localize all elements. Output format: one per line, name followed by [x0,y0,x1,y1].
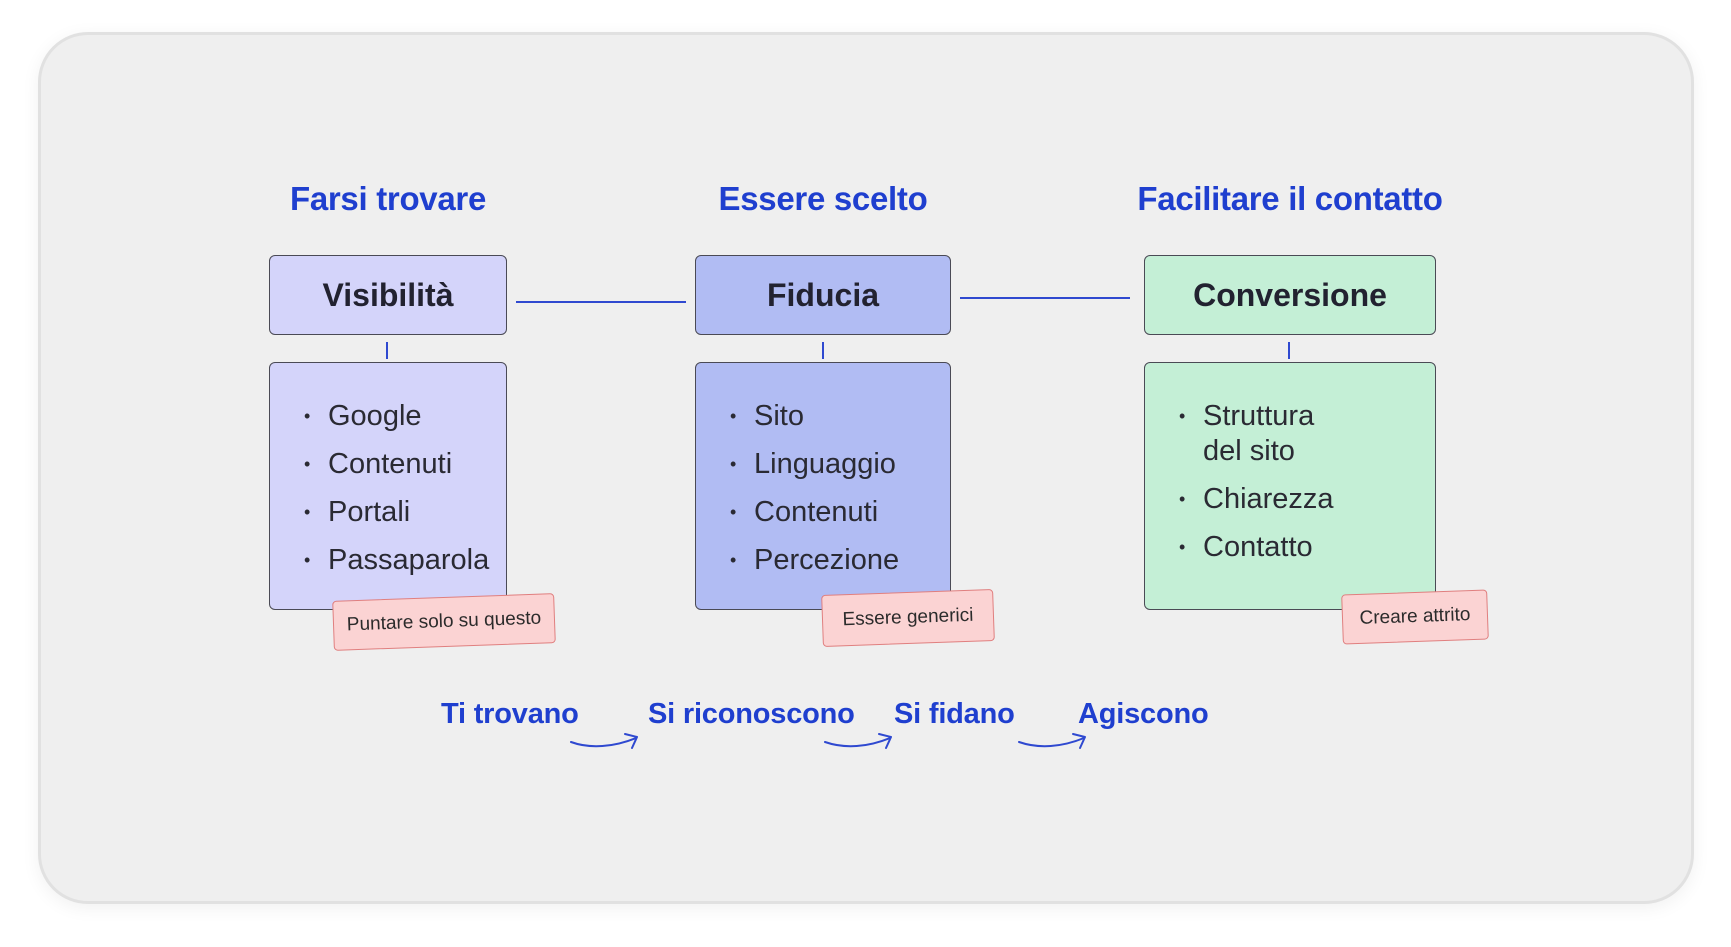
list-item: Contenuti [730,495,950,530]
heading-essere-scelto: Essere scelto [718,180,928,217]
flow-step-si-riconoscono: Si riconoscono [648,698,855,730]
list-conversione: Struttura del sito Chiarezza Contatto [1144,362,1436,610]
box-fiducia: Fiducia [695,255,951,335]
flow-step-agiscono: Agiscono [1078,698,1209,730]
flow-arrow-icon [570,733,638,749]
connector-visibilita-fiducia [516,301,686,303]
box-visibilita-label: Visibilità [322,276,454,313]
list-fiducia: Sito Linguaggio Contenuti Percezione [695,362,951,610]
list-item: Contenuti [304,447,506,482]
flow-arrow-icon [824,733,892,749]
list-item: Chiarezza [1179,482,1435,517]
box-visibilita: Visibilità [269,255,507,335]
connector-tick-visibilita [386,342,388,359]
heading-farsi-trovare: Farsi trovare [289,180,487,217]
box-conversione-label: Conversione [1193,276,1387,313]
heading-facilitare-contatto: Facilitare il contatto [1137,180,1443,217]
list-item: Contatto [1179,530,1435,565]
list-visibilita: Google Contenuti Portali Passaparola [269,362,507,610]
list-item: Percezione [730,543,950,578]
connector-tick-fiducia [822,342,824,359]
flow-arrow-icon [1018,733,1086,749]
box-conversione: Conversione [1144,255,1436,335]
box-fiducia-label: Fiducia [766,276,879,313]
list-item: Linguaggio [730,447,950,482]
connector-fiducia-conversione [960,297,1130,299]
flow-step-si-fidano: Si fidano [894,698,1015,730]
list-item: Google [304,399,506,434]
list-item: Struttura del sito [1179,399,1435,469]
list-item: Passaparola [304,543,506,578]
connector-tick-conversione [1288,342,1290,359]
flow-step-ti-trovano: Ti trovano [441,698,579,730]
list-item: Sito [730,399,950,434]
list-item: Portali [304,495,506,530]
